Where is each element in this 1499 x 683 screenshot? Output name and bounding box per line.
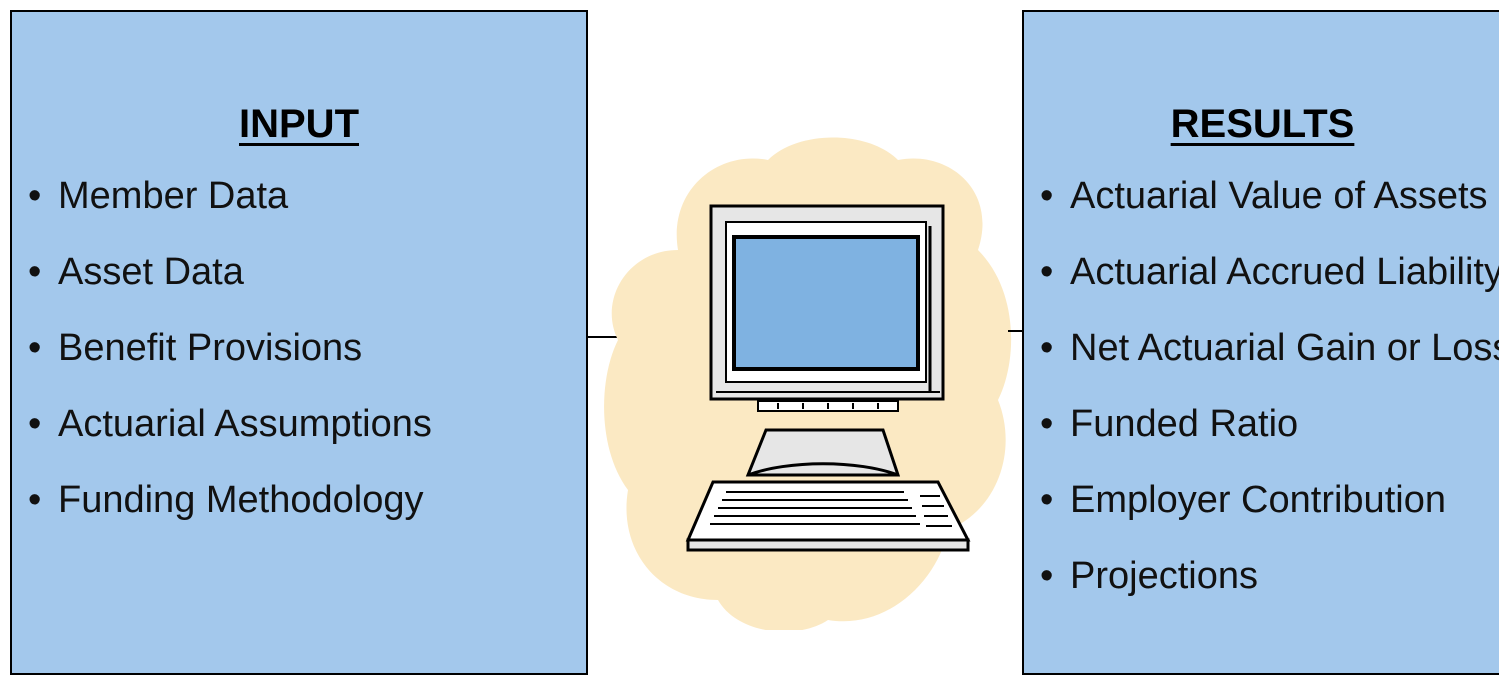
list-item-label: Actuarial Assumptions <box>58 403 432 445</box>
list-item: • Actuarial Value of Assets <box>1040 177 1499 253</box>
bullet: • <box>28 403 42 445</box>
list-item: • Funded Ratio <box>1040 405 1499 481</box>
list-item-label: Net Actuarial Gain or Loss <box>1070 327 1499 369</box>
list-item-label: Actuarial Value of Assets <box>1070 175 1488 217</box>
bullet: • <box>28 175 42 217</box>
bullet: • <box>1040 555 1054 597</box>
list-item-label: Benefit Provisions <box>58 327 363 369</box>
list-item: • Benefit Provisions <box>28 329 432 405</box>
list-item: • Net Actuarial Gain or Loss <box>1040 329 1499 405</box>
list-item-label: Actuarial Accrued Liability <box>1070 251 1499 293</box>
list-item-label: Member Data <box>58 175 289 217</box>
list-item-label: Asset Data <box>58 251 244 293</box>
list-item: • Member Data <box>28 177 432 253</box>
bullet: • <box>28 327 42 369</box>
list-item-label: Employer Contribution <box>1070 479 1446 521</box>
list-item: • Employer Contribution <box>1040 481 1499 557</box>
list-item: • Funding Methodology <box>28 481 432 557</box>
list-item: • Asset Data <box>28 253 432 329</box>
list-item: • Actuarial Accrued Liability <box>1040 253 1499 329</box>
bullet: • <box>1040 175 1054 217</box>
bullet: • <box>1040 327 1054 369</box>
bullet: • <box>1040 403 1054 445</box>
computer-icon <box>604 137 1012 630</box>
input-title: INPUT <box>239 102 359 146</box>
bullet: • <box>28 479 42 521</box>
input-list: • Member Data • Asset Data • Benefit Provis… <box>28 177 432 557</box>
list-item-label: Projections <box>1070 555 1258 597</box>
results-panel: RESULTS • Actuarial Value of Assets • Actu… <box>1022 10 1499 675</box>
list-item-label: Funding Methodology <box>58 479 424 521</box>
bullet: • <box>1040 251 1054 293</box>
results-list: • Actuarial Value of Assets • Actuarial Ac… <box>1040 177 1499 633</box>
bullet: • <box>1040 479 1054 521</box>
list-item-label: Funded Ratio <box>1070 403 1299 445</box>
list-item: • Projections <box>1040 557 1499 633</box>
bullet: • <box>28 251 42 293</box>
list-item: • Actuarial Assumptions <box>28 405 432 481</box>
input-panel: INPUT • Member Data • Asset Data • Benefit … <box>10 10 588 675</box>
results-title: RESULTS <box>1170 102 1355 146</box>
